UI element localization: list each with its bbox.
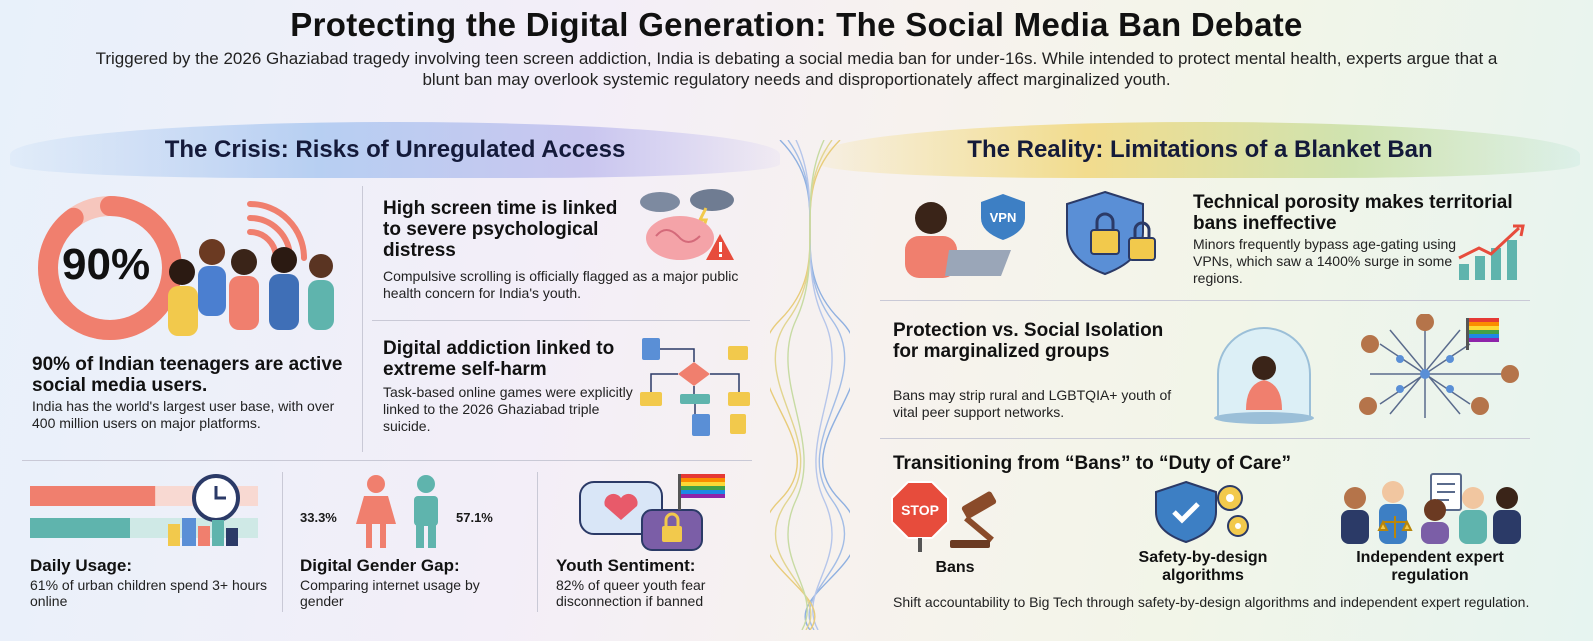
- vpn-user-lock-illustration: VPN: [905, 190, 1156, 278]
- surge-chart-icon: [1458, 224, 1525, 280]
- daily-usage-bar-graphic: [30, 474, 258, 546]
- clock-icon: [192, 474, 240, 522]
- right-ribbon-label: The Reality: Limitations of a Blanket Ba…: [967, 136, 1433, 163]
- youth-sentiment-headline: Youth Sentiment:: [556, 556, 696, 575]
- rainbow-flag-icon-2: [1466, 318, 1499, 350]
- isolated-youth-dome-icon: [1214, 327, 1314, 424]
- isolation-network-illustration: [1214, 314, 1519, 424]
- rainbow-flag-icon: [678, 474, 725, 510]
- male-figure-icon: [414, 475, 438, 548]
- shield-lock-icon: [1066, 190, 1156, 276]
- teens-group-icon: [168, 239, 334, 336]
- daily-usage-headline: Daily Usage:: [30, 556, 133, 575]
- left-section-ribbon: The Crisis: Risks of Unregulated Access: [10, 122, 780, 178]
- stats-divider-1: [282, 472, 283, 612]
- left-ribbon-label: The Crisis: Risks of Unregulated Access: [164, 136, 626, 163]
- right-block-divider-1: [880, 300, 1530, 301]
- expert-panel-icon: [1341, 473, 1521, 544]
- duty-of-care-headline: Transitioning from “Bans” to “Duty of Ca…: [893, 453, 1291, 474]
- self-harm-headline: Digital addiction linked to extreme self…: [383, 338, 615, 380]
- youth-sentiment-text: 82% of queer youth fear disconnection if…: [556, 577, 706, 609]
- female-percent: 33.3%: [300, 510, 337, 525]
- duty-item-safety: Safety-by-design algorithms: [1138, 549, 1268, 584]
- porosity-headline: Technical porosity makes territorial ban…: [1193, 192, 1513, 234]
- scales-icon: [1377, 516, 1413, 538]
- daily-usage-text: 61% of urban children spend 3+ hours onl…: [30, 577, 267, 609]
- safety-shield-gears-icon: [1155, 480, 1249, 544]
- ninety-percent-value: 90%: [62, 240, 151, 289]
- right-block-divider-2: [880, 438, 1530, 439]
- right-section-ribbon: The Reality: Limitations of a Blanket Ba…: [820, 122, 1580, 178]
- screen-time-headline: High screen time is linked to severe psy…: [383, 198, 618, 261]
- stop-gavel-icon: STOP: [891, 481, 997, 552]
- male-percent: 57.1%: [456, 510, 493, 525]
- isolation-text: Bans may strip rural and LGBTQIA+ youth …: [893, 387, 1172, 420]
- duty-item-bans: Bans: [935, 559, 975, 576]
- self-harm-text: Task-based online games were explicitly …: [383, 384, 633, 434]
- teen-usage-text: India has the world's largest user base,…: [32, 398, 335, 431]
- brain-storm-icon: [640, 189, 734, 260]
- left-vertical-divider: [362, 186, 363, 452]
- gavel-icon: [950, 491, 997, 548]
- svg-text:STOP: STOP: [901, 502, 939, 518]
- city-skyline-icon: [168, 518, 238, 546]
- chat-heart-lock-icon: [579, 474, 725, 551]
- laptop-user-icon: [905, 202, 1011, 278]
- left-stats-divider: [22, 460, 752, 461]
- left-block-divider: [372, 320, 750, 321]
- isolation-headline: Protection vs. Social Isolation for marg…: [893, 320, 1164, 362]
- ninety-percent-ring-graphic: [38, 196, 334, 340]
- weave-divider-decoration: [770, 140, 850, 630]
- gender-gap-text: Comparing internet usage by gender: [300, 577, 480, 609]
- page-title: Protecting the Digital Generation: The S…: [290, 6, 1303, 43]
- svg-text:VPN: VPN: [990, 210, 1017, 225]
- stats-divider-2: [537, 472, 538, 612]
- duty-item-expert: Independent expert regulation: [1356, 549, 1504, 584]
- duty-of-care-text: Shift accountability to Big Tech through…: [893, 594, 1530, 610]
- teen-usage-headline: 90% of Indian teenagers are active socia…: [32, 354, 343, 396]
- female-figure-icon: [356, 475, 396, 548]
- page-subtitle: Triggered by the 2026 Ghaziabad tragedy …: [95, 49, 1498, 89]
- gender-gap-headline: Digital Gender Gap:: [300, 556, 460, 575]
- vpn-shield-icon: VPN: [981, 194, 1025, 240]
- gender-figures-icon: [356, 475, 438, 548]
- flowchart-icon: [640, 338, 750, 436]
- screen-time-text: Compulsive scrolling is officially flagg…: [383, 268, 739, 301]
- porosity-text: Minors frequently bypass age-gating usin…: [1193, 236, 1457, 286]
